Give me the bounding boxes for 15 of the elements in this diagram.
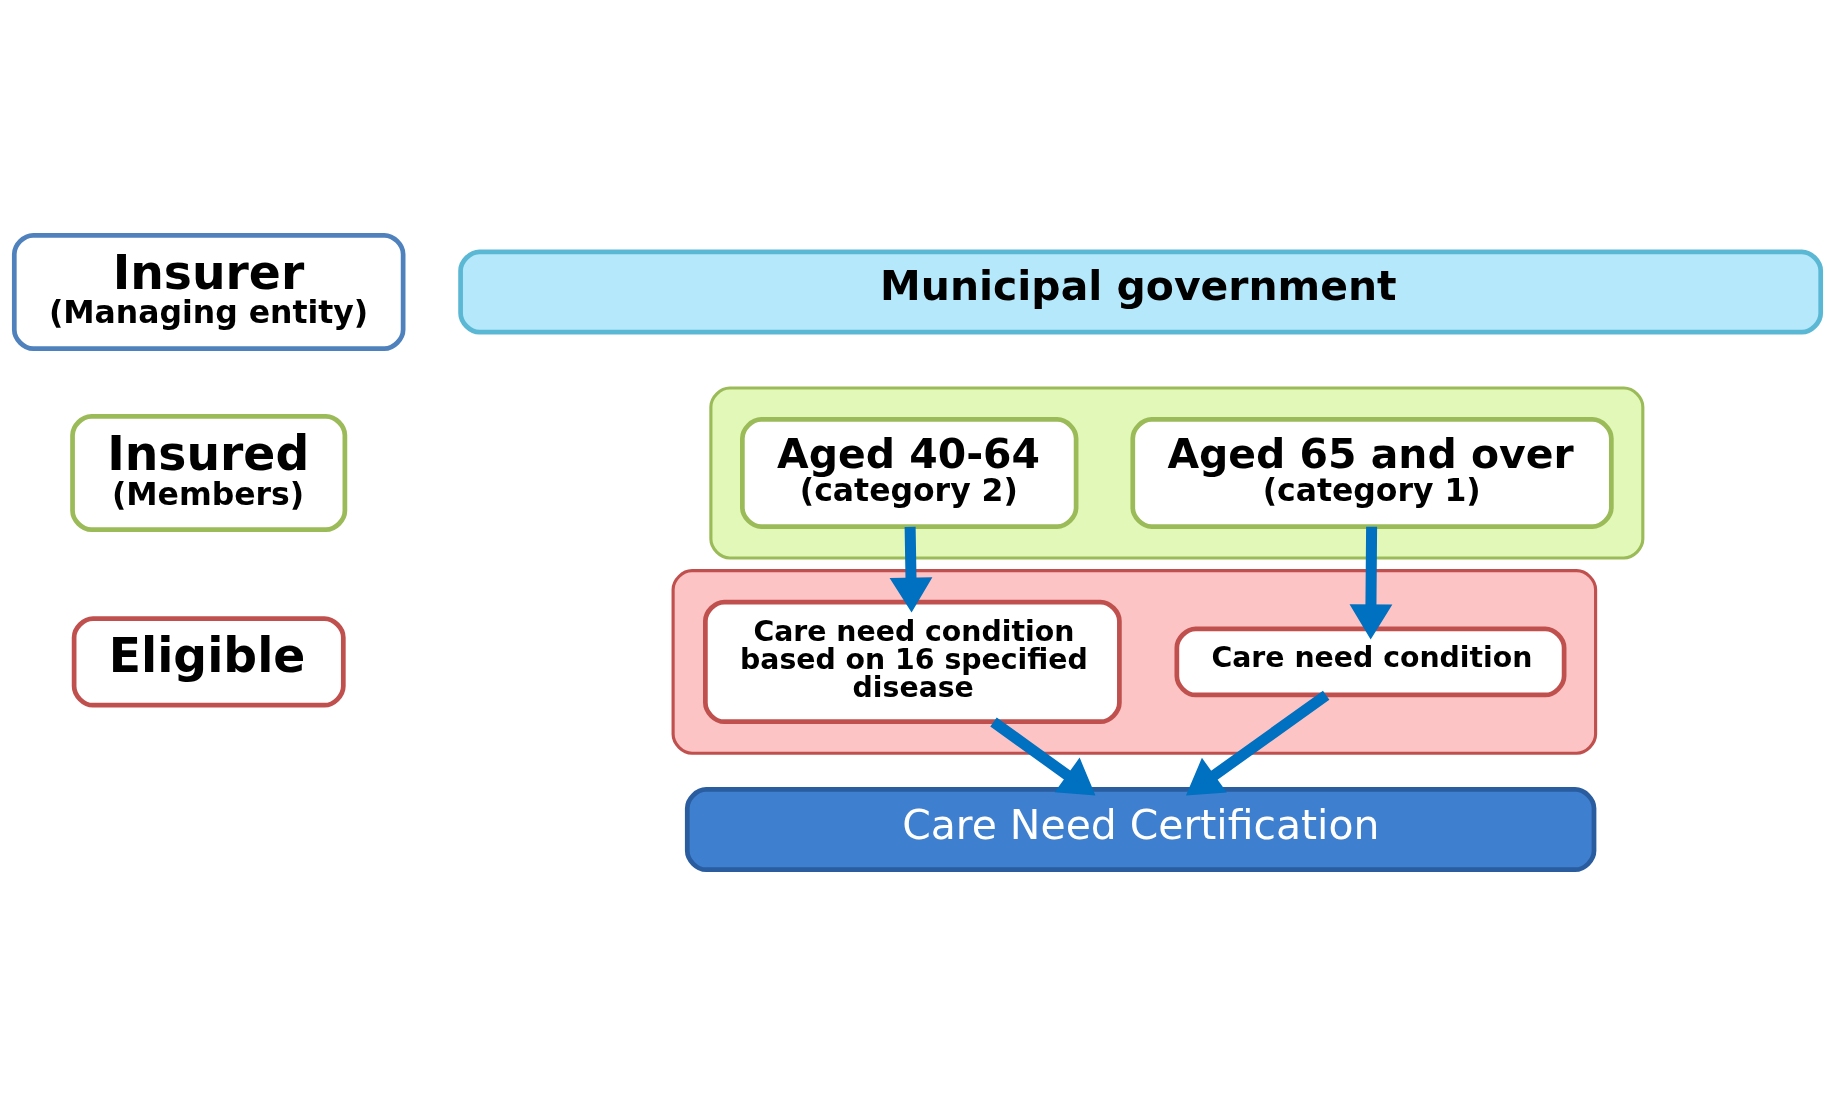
node-box: Aged 65 and over (category 1) (1130, 417, 1614, 529)
node-box: Insured (Members) (70, 413, 348, 533)
arrow (1185, 690, 1330, 796)
node-box: Care Need Certification (684, 787, 1597, 873)
node-box: Care need condition based on 16 specified disease (703, 599, 1122, 725)
cluster (671, 569, 1598, 755)
node-box: Eligible (71, 616, 346, 708)
node-box: Care need condition (1174, 626, 1567, 698)
arrow (1349, 526, 1393, 640)
arrow (990, 717, 1096, 796)
node-box: Insurer (Managing entity) (11, 232, 406, 351)
arrow (889, 526, 933, 613)
node-box: Municipal government (458, 249, 1824, 335)
cluster (709, 386, 1645, 560)
node-box: Aged 40-64 (category 2) (740, 417, 1079, 529)
